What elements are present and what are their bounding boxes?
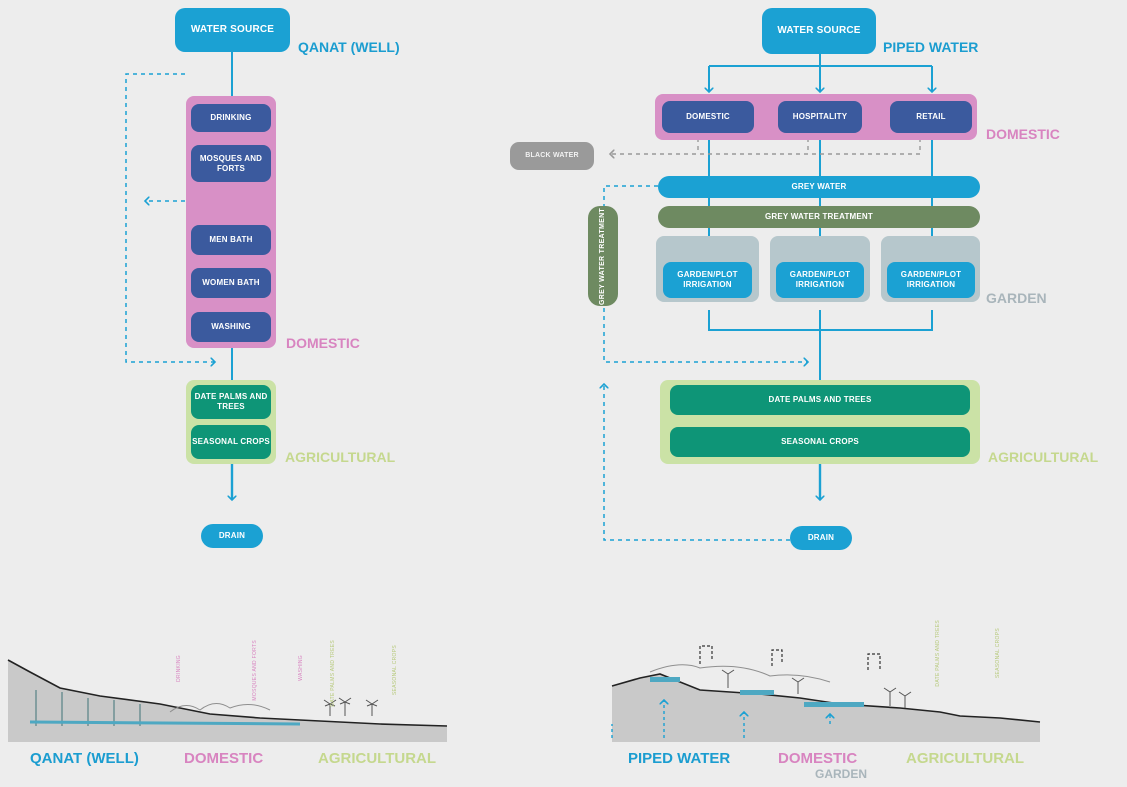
left-agri-label: AGRICULTURAL xyxy=(285,449,396,465)
right-section-label-agricultural: AGRICULTURAL xyxy=(906,750,1025,767)
left-agri-use-seasonal: SEASONAL CROPS xyxy=(191,425,271,459)
left-agri-use-date-palms: DATE PALMS AND TREES xyxy=(191,385,271,419)
left-domestic-label: DOMESTIC xyxy=(286,335,360,351)
right-agri-use-date-palms: DATE PALMS AND TREES xyxy=(670,385,970,415)
left-domestic-use-men-bath: MEN BATH xyxy=(191,225,271,255)
grey-water-bar: GREY WATER xyxy=(658,176,980,198)
left-domestic-use-washing: WASHING xyxy=(191,312,271,342)
left-source-type-label: QANAT (WELL) xyxy=(298,39,400,55)
left-flow-lines xyxy=(125,52,232,500)
left-section-label-agricultural: AGRICULTURAL xyxy=(318,750,437,767)
right-agri-use-seasonal: SEASONAL CROPS xyxy=(670,427,970,457)
right-flow-lines xyxy=(604,54,932,541)
right-domestic-use-domestic: DOMESTIC xyxy=(662,101,754,133)
right-section-terrain xyxy=(611,645,1041,742)
grey-water-treatment-bar: GREY WATER TREATMENT xyxy=(658,206,980,228)
right-section-label-domestic: DOMESTIC xyxy=(778,750,858,767)
right-water-source: WATER SOURCE xyxy=(762,8,876,54)
right-domestic-use-retail: RETAIL xyxy=(890,101,972,133)
left-tag-washing: WASHING xyxy=(298,655,304,681)
black-water-lines xyxy=(610,138,921,154)
left-section-label-qanat: QANAT (WELL) xyxy=(30,750,139,767)
grey-water-treatment-vertical: GREY WATER TREATMENT xyxy=(588,206,618,306)
left-section-label-domestic: DOMESTIC xyxy=(184,750,264,767)
left-domestic-use-women-bath: WOMEN BATH xyxy=(191,268,271,298)
garden-irrigation-1: GARDEN/PLOT IRRIGATION xyxy=(663,262,752,298)
garden-irrigation-3: GARDEN/PLOT IRRIGATION xyxy=(887,262,975,298)
right-domestic-label: DOMESTIC xyxy=(986,126,1060,142)
right-domestic-use-hospitality: HOSPITALITY xyxy=(778,101,862,133)
left-section-terrain xyxy=(7,659,448,742)
left-tag-mosques: MOSQUES AND FORTS xyxy=(252,640,258,701)
left-water-source: WATER SOURCE xyxy=(175,8,290,52)
left-domestic-group xyxy=(186,96,276,348)
grey-water-treatment-vertical-text: GREY WATER TREATMENT xyxy=(599,207,606,305)
left-drain: DRAIN xyxy=(201,524,263,548)
left-domestic-use-mosques: MOSQUES AND FORTS xyxy=(191,145,271,182)
black-water-box: BLACK WATER xyxy=(510,142,594,170)
right-agri-label: AGRICULTURAL xyxy=(988,449,1099,465)
right-section-label-garden: GARDEN xyxy=(815,767,868,781)
left-tag-drinking: DRINKING xyxy=(176,655,182,682)
right-drain: DRAIN xyxy=(790,526,852,550)
right-source-type-label: PIPED WATER xyxy=(883,39,979,55)
left-tag-seasonal: SEASONAL CROPS xyxy=(392,645,398,696)
right-section-label-piped: PIPED WATER xyxy=(628,750,731,767)
right-tag-date-palms: DATE PALMS AND TREES xyxy=(935,620,941,687)
left-domestic-use-drinking: DRINKING xyxy=(191,104,271,132)
right-garden-label: GARDEN xyxy=(986,290,1047,306)
right-tag-seasonal: SEASONAL CROPS xyxy=(995,628,1001,679)
garden-irrigation-2: GARDEN/PLOT IRRIGATION xyxy=(776,262,864,298)
left-tag-date-palms: DATE PALMS AND TREES xyxy=(330,640,336,707)
